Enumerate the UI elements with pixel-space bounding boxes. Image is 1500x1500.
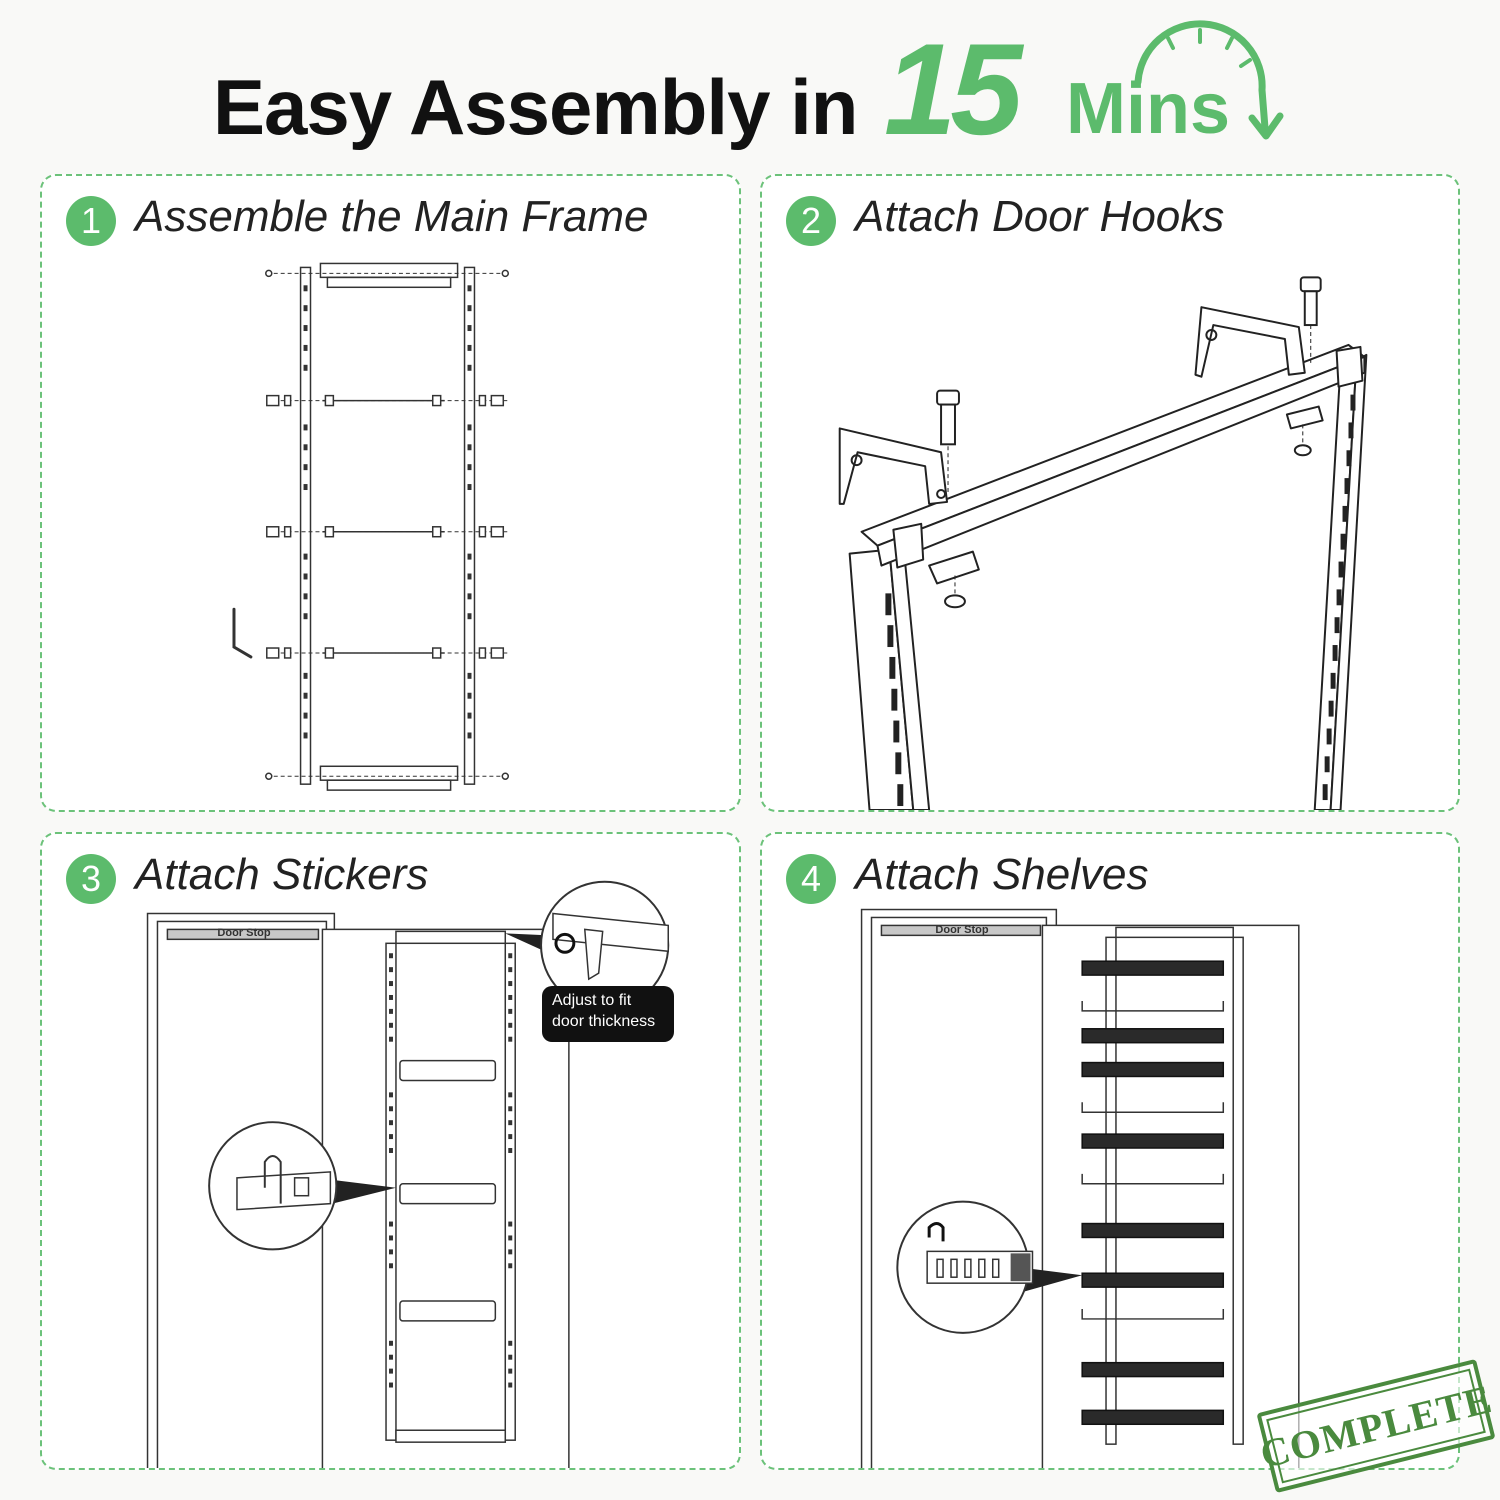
callout-line-2: door thickness [552, 1013, 656, 1030]
clock-arrow-icon [1134, 20, 1284, 140]
magnifier-callout-icon [896, 1200, 1034, 1334]
step-2-number: 2 [786, 196, 836, 246]
door-stop-label: Door Stop [217, 927, 271, 939]
screw-icon [936, 276, 1322, 609]
step-4-label: Attach Shelves [855, 850, 1149, 899]
allen-key-icon [232, 607, 253, 659]
step-2-panel: 2 Attach Door Hooks [760, 174, 1460, 812]
step-3-panel: 3 Attach Stickers [40, 832, 741, 1470]
step-1-label: Assemble the Main Frame [135, 192, 649, 241]
title-unit: Mins [1066, 69, 1231, 149]
title-number: 15 [884, 16, 1023, 162]
header: Easy Assembly in 15 Mins [0, 0, 1500, 170]
step-3-number: 3 [66, 854, 116, 904]
adjust-callout: Adjust to fit door thickness [542, 986, 674, 1042]
step-1-panel: 1 Assemble the Main Frame [40, 174, 741, 812]
door-stop-label-2: Door Stop [935, 924, 989, 936]
step-4-number: 4 [786, 854, 836, 904]
main-frame-diagram [232, 262, 510, 791]
step-1-number: 1 [66, 196, 116, 246]
callout-line-1: Adjust to fit [552, 992, 632, 1009]
stickers-diagram [146, 880, 670, 1468]
door-hooks-diagram [838, 276, 1368, 810]
magnifier-callout-icon [208, 1121, 338, 1251]
page-title: Easy Assembly in [213, 63, 858, 151]
step-3-label: Attach Stickers [135, 850, 429, 899]
step-4-panel: 4 Attach Shelves [760, 832, 1460, 1470]
shelves-diagram [860, 908, 1300, 1468]
step-2-label: Attach Door Hooks [855, 192, 1225, 241]
